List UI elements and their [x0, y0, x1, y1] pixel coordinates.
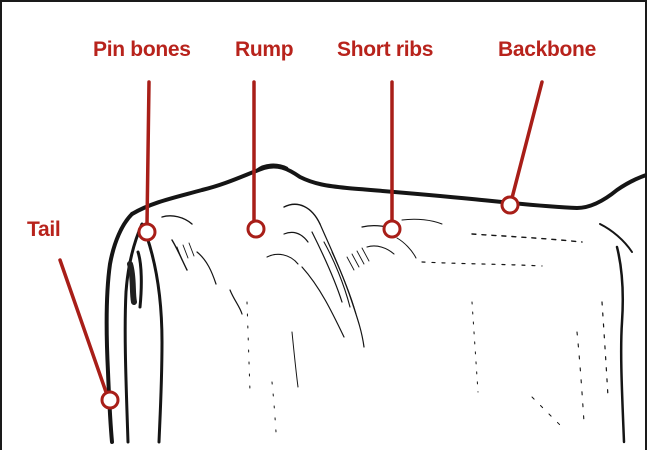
thigh-line-4	[324, 242, 350, 307]
hatch-2	[352, 254, 359, 267]
dash-marks-7	[247, 302, 250, 392]
dash-marks-8	[532, 397, 562, 427]
dash-marks-5	[472, 302, 478, 392]
hip-line-2	[267, 254, 298, 264]
tail-leader	[60, 260, 106, 392]
pin-bones-leader	[147, 82, 149, 225]
hatch-5	[177, 247, 182, 260]
pin-bones-marker	[139, 224, 155, 240]
dash-marks-4	[577, 332, 584, 422]
pin-shade-2	[138, 252, 141, 307]
label-short-ribs: Short ribs	[337, 38, 433, 62]
topline-path	[132, 166, 647, 214]
rump-line-3	[197, 252, 216, 284]
cow-outline	[107, 165, 647, 442]
belly-line-2	[292, 332, 298, 387]
belly-line-1	[302, 267, 344, 337]
rump-marker	[248, 221, 264, 237]
thigh-line-3	[312, 232, 342, 302]
backbone-leader	[512, 82, 542, 198]
hatch-6	[183, 245, 188, 258]
hatch-7	[189, 243, 194, 256]
thigh-line-1	[284, 204, 320, 224]
hatch-1	[347, 257, 354, 270]
backbone-marker	[502, 197, 518, 213]
label-backbone: Backbone	[498, 38, 596, 62]
hip-line-1	[284, 232, 308, 242]
flank-right	[617, 247, 624, 442]
dash-marks-3	[602, 302, 608, 397]
rump-line-1	[162, 216, 192, 224]
label-pin-bones: Pin bones	[93, 38, 191, 62]
pin-shade	[130, 264, 134, 302]
rib-line-3	[402, 219, 442, 224]
callout-circles	[102, 197, 518, 408]
short-ribs-marker	[384, 221, 400, 237]
thigh-line-2	[320, 224, 364, 347]
dash-marks-6	[272, 382, 276, 432]
hatch-4	[362, 248, 369, 261]
dash-marks-1	[472, 234, 582, 242]
label-tail: Tail	[27, 218, 60, 242]
rib-line-4	[397, 238, 416, 258]
tail-marker	[102, 392, 118, 408]
label-rump: Rump	[235, 38, 293, 62]
hind-rear-path	[147, 237, 162, 442]
hatch-3	[357, 251, 364, 264]
leader-lines	[60, 82, 542, 392]
rib-line-2	[367, 246, 394, 254]
rump-line-2	[172, 240, 187, 270]
rump-line-4	[230, 290, 242, 314]
dash-marks-2	[422, 262, 542, 266]
